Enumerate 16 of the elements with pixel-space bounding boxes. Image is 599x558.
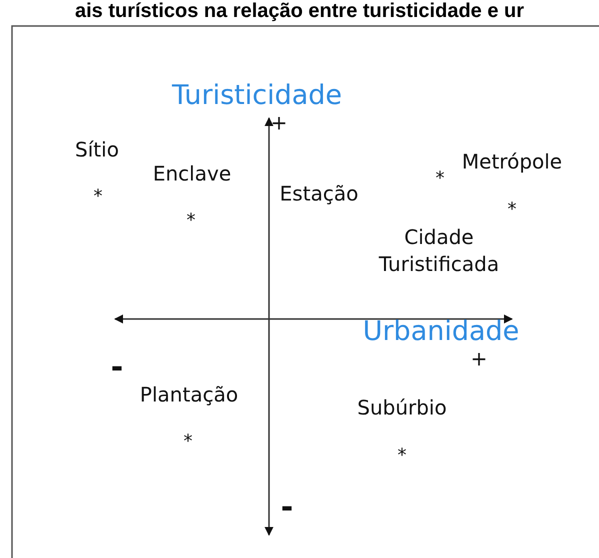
place-label: Subúrbio (357, 394, 447, 422)
point-marker: * (186, 208, 196, 233)
minus-sign: - (280, 488, 294, 527)
point-marker: * (436, 166, 444, 191)
point-marker: * (508, 198, 516, 222)
minus-sign: - (110, 348, 124, 387)
place-label: Sítio (75, 136, 119, 164)
place-label: Metrópole (462, 148, 562, 176)
place-label: Plantação (140, 382, 238, 408)
point-marker: * (184, 430, 192, 454)
place-label: Cidade Turistificada (378, 224, 500, 278)
title: ais turísticos na relação entre turisticidade e ur (74, 0, 526, 23)
place-label: Enclave (152, 160, 232, 188)
point-marker: * (398, 444, 406, 468)
point-marker: * (94, 184, 102, 209)
place-label: Estação (280, 180, 358, 208)
